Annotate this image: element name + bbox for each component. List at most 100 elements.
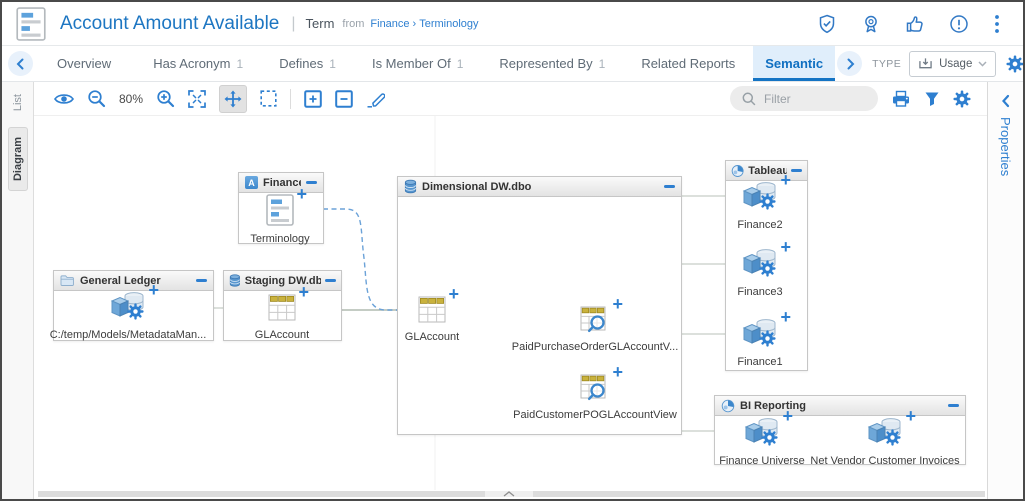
container-title: Staging DW.dbo [244, 274, 321, 287]
annotate-pen-icon[interactable] [366, 89, 386, 108]
certification-ribbon-icon[interactable] [861, 14, 881, 34]
collapse-minus-icon[interactable] [791, 169, 802, 172]
node-glaccount-staging[interactable]: + GLAccount [232, 283, 332, 341]
expand-plus-icon[interactable]: + [612, 294, 623, 314]
container-staging-dw[interactable]: Staging DW.dbo [223, 270, 342, 341]
lineage-canvas[interactable]: A Finance General Ledger Stagi [34, 116, 987, 490]
expand-plus-icon[interactable]: + [780, 307, 791, 327]
filter-search[interactable] [730, 86, 878, 111]
expand-plus-icon[interactable]: + [905, 406, 916, 426]
container-general-ledger-header[interactable]: General Ledger [54, 271, 213, 291]
model-icon [742, 180, 778, 212]
collapse-minus-icon[interactable] [948, 404, 959, 407]
filter-funnel-icon[interactable] [924, 91, 940, 107]
node-paid-purchase-order-view[interactable]: + PaidPurchaseOrderGLAccountV... [510, 295, 680, 353]
zoom-out-icon[interactable] [87, 89, 106, 108]
tabs-scroll-left-button[interactable] [8, 51, 33, 76]
thumbs-up-icon[interactable] [905, 14, 925, 34]
page-title: Account Amount Available [60, 12, 280, 34]
expand-plus-icon[interactable]: + [296, 184, 307, 204]
diagram-panel: 80% [34, 82, 987, 499]
model-icon [867, 416, 903, 448]
expand-plus-icon[interactable]: + [782, 406, 793, 426]
tabs-scroll-right-button[interactable] [837, 51, 863, 76]
tab-related-reports[interactable]: Related Reports [641, 56, 736, 71]
container-dimensional-dw-header[interactable]: Dimensional DW.dbo [398, 177, 681, 197]
properties-strip: Properties [987, 82, 1023, 499]
container-bi-reporting-header[interactable]: BI Reporting [715, 396, 965, 416]
collapse-all-icon[interactable] [335, 89, 353, 108]
bottom-panel-toggle[interactable] [485, 491, 533, 497]
collapse-minus-icon[interactable] [306, 181, 317, 184]
node-finance1[interactable]: + Finance Universe Finance1 [700, 308, 820, 368]
report-pie-icon [731, 164, 744, 178]
properties-panel-tab[interactable]: Properties [998, 117, 1013, 177]
zoom-in-icon[interactable] [156, 89, 175, 108]
database-icon [229, 273, 241, 288]
tab-overview[interactable]: Overview [57, 56, 112, 71]
breadcrumb-child[interactable]: Terminology [419, 17, 479, 30]
search-icon [742, 92, 756, 105]
tab-list-view[interactable]: List [11, 94, 24, 112]
collapse-minus-icon[interactable] [325, 279, 336, 282]
collapse-minus-icon[interactable] [664, 185, 675, 188]
alert-circle-icon[interactable] [949, 14, 969, 34]
print-icon[interactable] [891, 90, 911, 108]
container-staging-dw-header[interactable]: Staging DW.dbo [224, 271, 341, 291]
type-label: TYPE [872, 57, 902, 70]
table-icon [268, 292, 296, 322]
more-vertical-icon[interactable] [993, 13, 1001, 35]
shield-check-icon[interactable] [817, 14, 837, 34]
header: Account Amount Available | Term from Fin… [2, 2, 1023, 46]
usage-dropdown[interactable]: Usage [909, 50, 997, 77]
expand-plus-icon[interactable]: + [780, 237, 791, 257]
chevron-up-icon [503, 491, 515, 497]
tab-diagram-view[interactable]: Diagram [7, 127, 28, 192]
fit-to-screen-icon[interactable] [188, 89, 206, 108]
pan-tool-icon[interactable] [219, 84, 248, 113]
expand-plus-icon[interactable]: + [448, 284, 459, 304]
tab-semantic[interactable]: Semantic [753, 46, 836, 81]
node-finance3[interactable]: + Finance3 [700, 238, 820, 298]
tab-settings-gear-icon[interactable] [1006, 55, 1024, 73]
expand-plus-icon[interactable]: + [780, 170, 791, 190]
node-finance-universe[interactable]: + Finance Universe [682, 407, 842, 467]
chevron-left-icon[interactable] [999, 94, 1013, 108]
node-net-vendor-customer-invoices[interactable]: + Net Vendor Customer Invoices [800, 407, 970, 467]
diagram-settings-gear-icon[interactable] [953, 90, 971, 108]
term-asset-icon [16, 7, 46, 41]
expand-plus-icon[interactable]: + [298, 282, 309, 302]
overview-eye-icon[interactable] [54, 92, 74, 106]
container-tableau-header[interactable]: Tableau [726, 161, 807, 181]
node-finance2[interactable]: + Finance2 [700, 171, 820, 231]
container-finance[interactable]: A Finance [238, 172, 324, 244]
collapse-minus-icon[interactable] [196, 279, 207, 282]
node-terminology[interactable]: + Terminology [220, 185, 340, 245]
expand-plus-icon[interactable]: + [612, 362, 623, 382]
marquee-select-icon[interactable] [260, 90, 277, 107]
expand-all-icon[interactable] [304, 89, 322, 108]
filter-input[interactable] [764, 91, 859, 106]
expand-plus-icon[interactable]: + [148, 280, 159, 300]
node-label: GLAccount [254, 329, 310, 341]
model-icon [110, 290, 146, 322]
container-title: Tableau [748, 164, 787, 177]
header-actions [817, 13, 1009, 35]
container-general-ledger[interactable]: General Ledger [53, 270, 214, 341]
node-glaccount-dimensional[interactable]: + GLAccount [382, 285, 482, 343]
node-label: Finance3 [737, 286, 783, 298]
breadcrumb-separator: › [412, 17, 417, 30]
container-title: Finance [263, 176, 301, 189]
breadcrumb-parent[interactable]: Finance [370, 17, 410, 30]
node-general-ledger-model[interactable]: + C:/temp/Models/MetadataMan... [48, 281, 208, 341]
node-label: Terminology [250, 233, 310, 245]
container-finance-header[interactable]: A Finance [239, 173, 323, 193]
node-paid-customer-po-view[interactable]: + PaidCustomerPOGLAccountView [510, 363, 680, 421]
